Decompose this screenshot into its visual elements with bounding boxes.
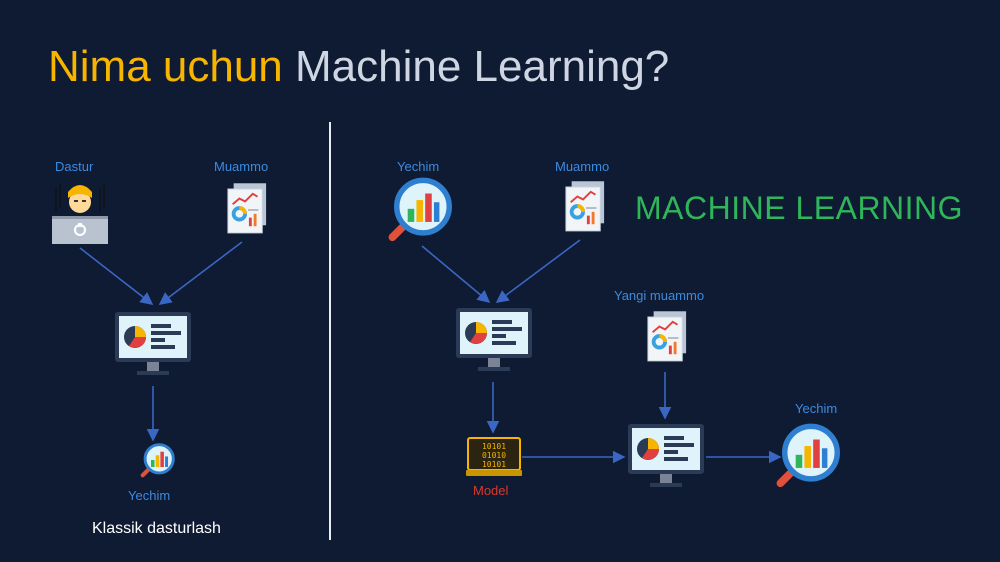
left-yechim-label: Yechim	[128, 488, 171, 503]
left-magnifier-chart-icon	[134, 440, 176, 486]
arrow-muammo-to-monitor	[158, 241, 243, 305]
yangi-document-chart-icon	[646, 309, 688, 363]
model-bits-row-1: 10101	[482, 442, 506, 451]
result-magnifier-chart-icon	[776, 422, 846, 492]
left-caption: Klassik dasturlash	[92, 520, 221, 537]
right-monitor-dashboard-icon	[456, 308, 532, 371]
right-muammo-label: Muammo	[555, 159, 610, 174]
programmer-icon	[52, 184, 108, 244]
chip-model-icon: 10101 01010 10101	[466, 437, 522, 476]
machine-learning-label: MACHINE LEARNING	[635, 190, 964, 226]
arrow-dastur-to-monitor	[79, 247, 154, 305]
page-title: Nima uchun Machine Learning?	[48, 42, 669, 92]
right-magnifier-chart-icon	[388, 176, 458, 246]
left-muammo-label: Muammo	[214, 159, 269, 174]
right-yechim2-label: Yechim	[795, 401, 838, 416]
section-divider	[329, 122, 331, 540]
left-monitor-dashboard-icon	[115, 312, 191, 375]
yangi-muammo-label: Yangi muammo	[614, 288, 705, 303]
right-yechim-label: Yechim	[397, 159, 440, 174]
title-highlight: Nima uchun	[48, 42, 283, 91]
title-rest: Machine Learning?	[295, 42, 670, 91]
left-document-chart-icon	[225, 181, 269, 235]
arrow-muammo-to-monitor-right	[495, 239, 581, 303]
model-bits-row-2: 01010	[482, 451, 506, 460]
right-document-chart-icon	[564, 179, 606, 233]
center-monitor-dashboard-icon	[628, 424, 704, 487]
arrow-yechim-to-monitor	[421, 245, 491, 304]
model-bits-row-3: 10101	[482, 460, 506, 469]
model-label: Model	[473, 483, 509, 498]
dastur-label: Dastur	[55, 159, 94, 174]
